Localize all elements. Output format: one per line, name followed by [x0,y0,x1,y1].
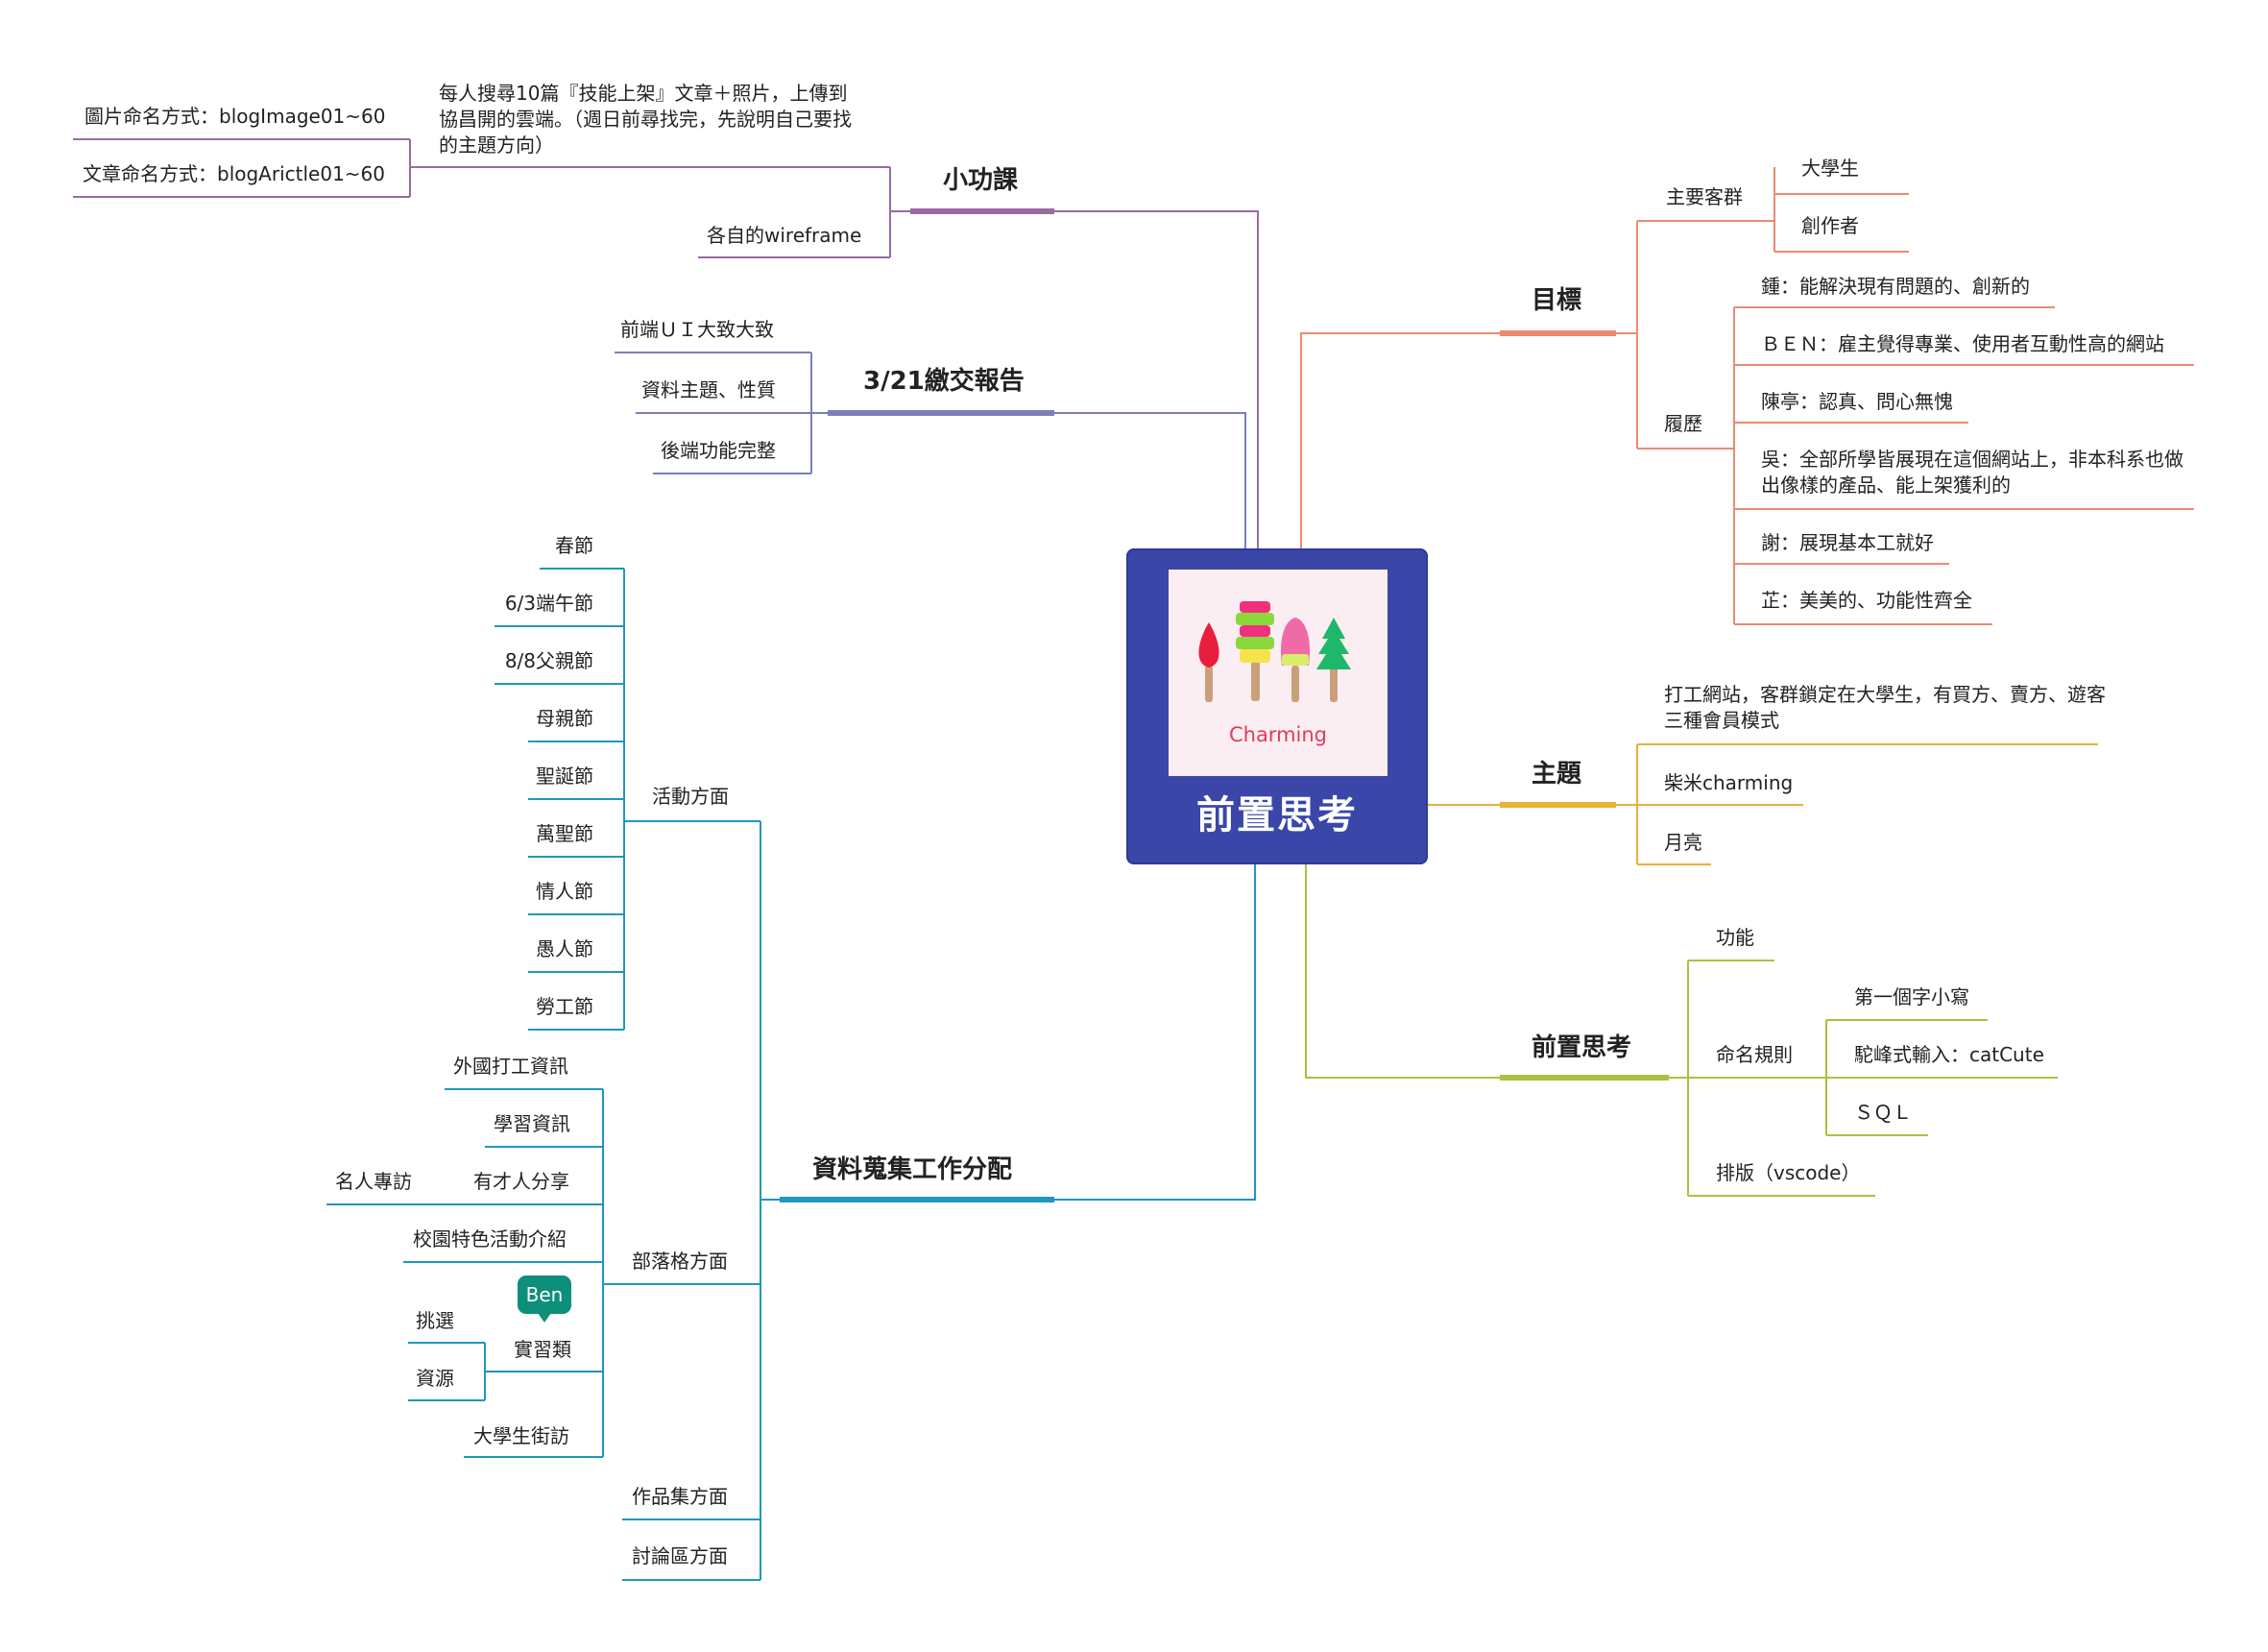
resume-item[interactable]: 謝：展現基本工就好 [1761,531,1934,554]
topic-prethinking[interactable]: 前置思考 [1532,1033,1632,1062]
blog-item[interactable]: 大學生街訪 [473,1424,569,1447]
homework-wireframe[interactable]: 各自的wireframe [707,224,862,247]
topic-report[interactable]: 3/21繳交報告 [863,367,1025,396]
logo-text: Charming [1228,723,1328,746]
popsicle-logo-icon [1198,601,1351,702]
activity-item[interactable]: 春節 [555,534,593,557]
subtopic-portfolio[interactable]: 作品集方面 [632,1485,728,1508]
customer-item[interactable]: 創作者 [1801,214,1859,237]
blog-item[interactable]: 校園特色活動介紹 [413,1227,567,1251]
theme-item[interactable]: 月亮 [1664,831,1702,854]
blog-item[interactable]: 有才人分享 [473,1170,569,1193]
central-topic-title: 前置思考 [1196,793,1358,838]
image-naming-rule[interactable]: 圖片命名方式：blogImage01~60 [84,105,386,128]
resume-item[interactable]: ＢＥＮ：雇主覺得專業、使用者互動性高的網站 [1761,332,2164,355]
blog-item[interactable]: 實習類 [514,1338,571,1361]
activity-item[interactable]: 8/8父親節 [504,649,593,672]
theme-item[interactable]: 打工網站，客群鎖定在大學生，有買方、賣方、遊客三種會員模式 [1664,683,2106,732]
topic-theme[interactable]: 主題 [1532,760,1582,789]
connector-line [1054,412,1246,548]
customer-item[interactable]: 大學生 [1801,157,1859,180]
subtopic-naming-rules[interactable]: 命名規則 [1716,1043,1793,1066]
connector-line [1054,864,1256,1201]
subtopic-blog[interactable]: 部落格方面 [632,1250,728,1273]
blog-subitem[interactable]: 名人專訪 [335,1170,412,1193]
report-item[interactable]: 後端功能完整 [661,439,776,462]
activity-item[interactable]: 情人節 [536,880,593,903]
subtopic-discussion[interactable]: 討論區方面 [632,1544,728,1567]
intern-subitem[interactable]: 資源 [416,1367,454,1390]
resume-item[interactable]: 陳亭：認真、問心無愧 [1761,390,1953,413]
charming-logo: Charming [1169,570,1387,776]
topic-goal[interactable]: 目標 [1532,286,1582,315]
connector-line [1300,332,1500,548]
blog-item[interactable]: 外國打工資訊 [453,1055,568,1078]
comment-badge[interactable]: Ben [518,1275,571,1323]
activity-item[interactable]: 愚人節 [536,937,593,960]
resume-item[interactable]: 吳：全部所學皆展現在這個網站上，非本科系也做出像樣的產品、能上架獲利的 [1761,448,2184,497]
resume-item[interactable]: 芷：美美的、功能性齊全 [1761,589,1972,612]
subtopic-function[interactable]: 功能 [1716,926,1754,949]
connector-line [1054,210,1259,548]
activity-item[interactable]: 萬聖節 [536,822,593,845]
report-item[interactable]: 前端ＵＩ大致大致 [620,318,774,341]
theme-item[interactable]: 柴米charming [1664,771,1794,794]
homework-task[interactable]: 每人搜尋10篇『技能上架』文章＋照片，上傳到協昌開的雲端。（週日前尋找完，先說明… [439,82,852,157]
naming-rule-item[interactable]: ＳＱＬ [1854,1101,1912,1124]
resume-item[interactable]: 鍾：能解決現有問題的、創新的 [1761,275,2030,298]
naming-rule-item[interactable]: 第一個字小寫 [1854,985,1969,1008]
report-item[interactable]: 資料主題、性質 [641,378,776,401]
connector-line [1305,864,1500,1079]
activity-item[interactable]: 勞工節 [536,995,593,1018]
activity-item[interactable]: 聖誕節 [536,765,593,788]
intern-subitem[interactable]: 挑選 [416,1309,454,1332]
article-naming-rule[interactable]: 文章命名方式：blogArictle01~60 [83,162,385,185]
topic-data-collection[interactable]: 資料蒐集工作分配 [812,1155,1013,1184]
topic-homework[interactable]: 小功課 [943,166,1019,195]
subtopic-customers[interactable]: 主要客群 [1666,185,1743,208]
central-topic[interactable]: Charming 前置思考 [1126,548,1428,864]
activity-item[interactable]: 6/3端午節 [504,592,593,615]
activity-item[interactable]: 母親節 [536,707,593,730]
subtopic-activities[interactable]: 活動方面 [652,785,729,808]
naming-rule-item[interactable]: 駝峰式輸入：catCute [1854,1043,2044,1066]
subtopic-layout[interactable]: 排版（vscode） [1716,1161,1861,1184]
blog-item[interactable]: 學習資訊 [494,1112,570,1135]
subtopic-resume[interactable]: 履歷 [1664,412,1702,435]
